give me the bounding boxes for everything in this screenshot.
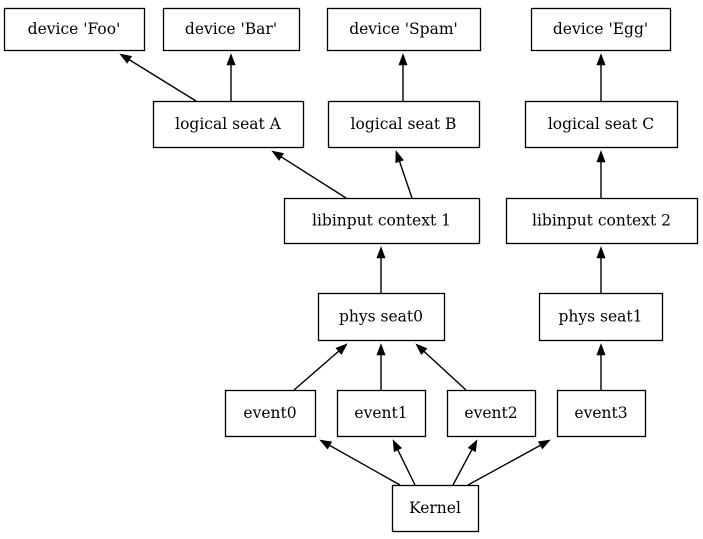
node-label: event3 xyxy=(574,404,627,422)
edge-line xyxy=(467,443,543,486)
node-label: logical seat C xyxy=(548,115,654,133)
node-device_egg[interactable]: device 'Egg' xyxy=(530,7,672,52)
node-box xyxy=(3,7,146,52)
node-seat_b[interactable]: logical seat B xyxy=(327,100,481,149)
node-box xyxy=(524,100,679,149)
edge-phys1-to-ctx2 xyxy=(596,246,606,293)
node-label: device 'Spam' xyxy=(349,20,458,38)
edge-seat_a-to-device_bar xyxy=(226,53,236,101)
node-box xyxy=(326,7,482,52)
edge-ctx2-to-seat_c xyxy=(596,150,606,198)
node-box xyxy=(505,197,699,245)
node-box xyxy=(446,389,537,438)
edge-line xyxy=(398,159,413,199)
edge-kernel-to-event2 xyxy=(452,439,478,486)
arrowhead-icon xyxy=(537,439,551,450)
edge-line xyxy=(293,349,341,391)
node-label: logical seat A xyxy=(175,115,281,133)
node-box xyxy=(556,389,647,438)
arrowhead-icon xyxy=(467,439,478,453)
node-label: event2 xyxy=(464,404,517,422)
node-ctx2[interactable]: libinput context 2 xyxy=(505,197,699,245)
arrowhead-icon xyxy=(226,53,236,66)
node-label: event0 xyxy=(243,404,296,422)
edge-line xyxy=(422,349,467,391)
edge-seat_a-to-device_foo xyxy=(119,53,197,102)
edge-line xyxy=(452,447,474,486)
node-device_spam[interactable]: device 'Spam' xyxy=(326,7,482,52)
node-seat_c[interactable]: logical seat C xyxy=(524,100,679,149)
edge-line xyxy=(279,155,347,199)
edge-seat_b-to-device_spam xyxy=(398,53,408,101)
node-device_foo[interactable]: device 'Foo' xyxy=(3,7,146,52)
edge-kernel-to-event1 xyxy=(392,439,416,486)
node-phys1[interactable]: phys seat1 xyxy=(538,292,664,342)
arrowhead-icon xyxy=(398,53,408,66)
node-box xyxy=(391,484,480,533)
node-seat_a[interactable]: logical seat A xyxy=(152,100,305,149)
edge-line xyxy=(396,447,416,486)
arrowhead-icon xyxy=(596,53,606,66)
arrowhead-icon xyxy=(376,343,386,356)
edge-kernel-to-event3 xyxy=(467,439,551,486)
node-event1[interactable]: event1 xyxy=(336,389,427,438)
nodes-layer: device 'Foo' device 'Bar' device 'Spam' dev… xyxy=(3,7,699,533)
node-label: logical seat B xyxy=(351,115,457,133)
arrowhead-icon xyxy=(415,343,428,355)
arrowhead-icon xyxy=(395,150,404,164)
edge-line xyxy=(327,443,401,486)
node-label: phys seat1 xyxy=(558,308,642,326)
node-box xyxy=(162,7,301,52)
node-box xyxy=(336,389,427,438)
node-label: device 'Foo' xyxy=(28,20,121,38)
node-box xyxy=(538,292,664,342)
edge-phys0-to-ctx1 xyxy=(376,246,386,293)
node-phys0[interactable]: phys seat0 xyxy=(317,292,446,342)
node-label: device 'Bar' xyxy=(185,20,277,38)
node-label: device 'Egg' xyxy=(553,20,648,38)
edge-event1-to-phys0 xyxy=(376,343,386,390)
arrowhead-icon xyxy=(335,343,348,355)
node-box xyxy=(224,389,317,438)
node-device_bar[interactable]: device 'Bar' xyxy=(162,7,301,52)
arrowhead-icon xyxy=(596,150,606,163)
arrowhead-icon xyxy=(271,150,284,161)
edge-event3-to-phys1 xyxy=(596,343,606,390)
edge-ctx1-to-seat_a xyxy=(271,150,347,199)
node-box xyxy=(317,292,446,342)
node-label: event1 xyxy=(354,404,407,422)
arrowhead-icon xyxy=(596,246,606,259)
edge-kernel-to-event0 xyxy=(319,439,401,486)
edge-ctx1-to-seat_b xyxy=(395,150,413,199)
node-box xyxy=(327,100,481,149)
edges-layer xyxy=(119,53,606,486)
node-box xyxy=(283,197,481,245)
node-event0[interactable]: event0 xyxy=(224,389,317,438)
arrowhead-icon xyxy=(392,439,403,453)
edge-seat_c-to-device_egg xyxy=(596,53,606,101)
node-label: Kernel xyxy=(409,499,461,517)
node-box xyxy=(152,100,305,149)
node-kernel[interactable]: Kernel xyxy=(391,484,480,533)
edge-event0-to-phys0 xyxy=(293,343,348,391)
edge-line xyxy=(127,58,197,102)
edge-event2-to-phys0 xyxy=(415,343,467,391)
arrowhead-icon xyxy=(119,53,132,64)
node-event3[interactable]: event3 xyxy=(556,389,647,438)
arrowhead-icon xyxy=(319,439,333,450)
arrowhead-icon xyxy=(376,246,386,259)
node-box xyxy=(530,7,672,52)
node-event2[interactable]: event2 xyxy=(446,389,537,438)
arrowhead-icon xyxy=(596,343,606,356)
node-ctx1[interactable]: libinput context 1 xyxy=(283,197,481,245)
node-label: libinput context 2 xyxy=(532,212,671,230)
node-label: phys seat0 xyxy=(339,308,423,326)
node-label: libinput context 1 xyxy=(312,212,451,230)
